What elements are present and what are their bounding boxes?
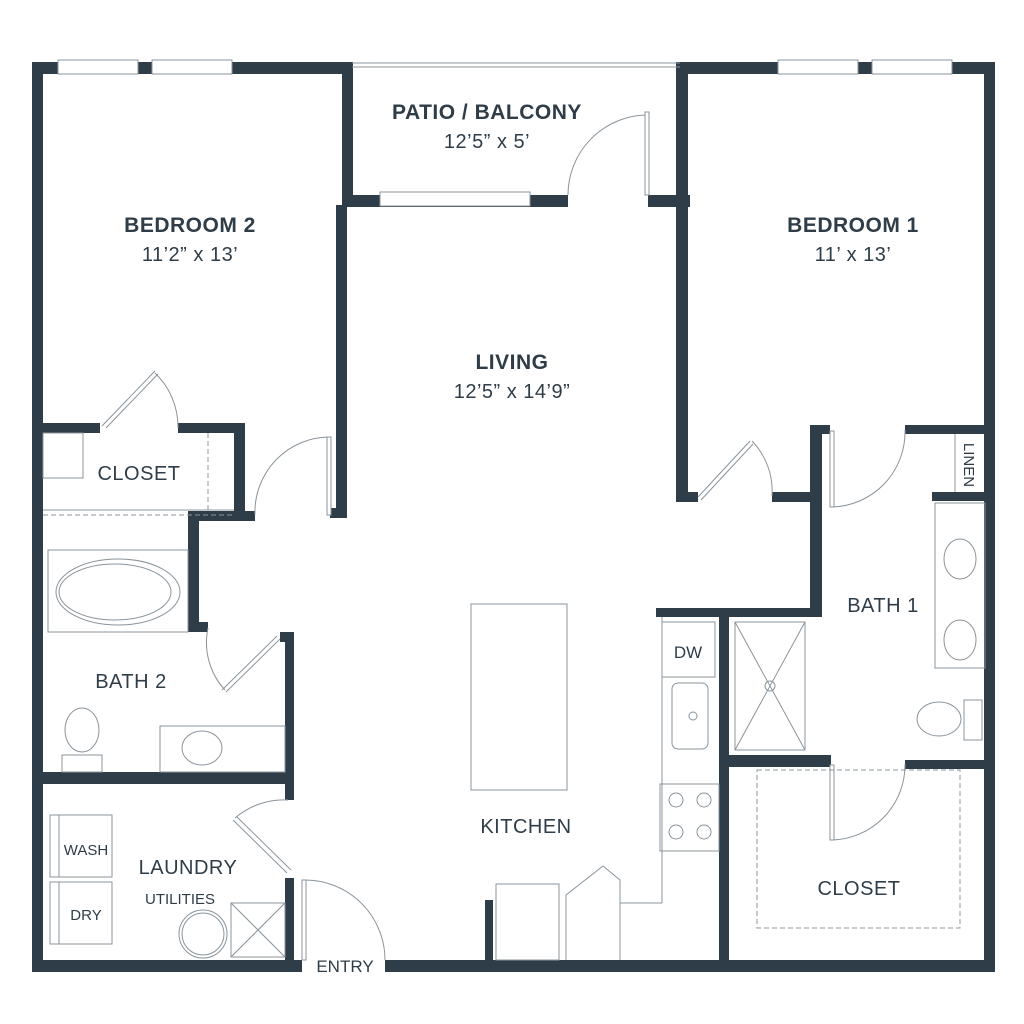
utilities-label: UTILITIES bbox=[145, 891, 215, 908]
linen-name: LINEN bbox=[960, 443, 977, 487]
dryer-label: DRY bbox=[70, 907, 101, 924]
bath2-name: BATH 2 bbox=[95, 671, 167, 693]
doors bbox=[101, 111, 906, 961]
patio-name: PATIO / BALCONY bbox=[392, 101, 582, 124]
living-name: LIVING bbox=[475, 351, 548, 374]
washer-label: WASH bbox=[64, 842, 108, 859]
walls bbox=[32, 62, 995, 972]
closet2-name: CLOSET bbox=[97, 463, 180, 485]
bedroom1-name: BEDROOM 1 bbox=[787, 214, 919, 237]
closet1-name: CLOSET bbox=[817, 878, 900, 900]
patio-size: 12’5” x 5’ bbox=[444, 131, 530, 153]
room-labels: PATIO / BALCONY 12’5” x 5’ BEDROOM 2 11’… bbox=[64, 101, 977, 976]
kitchen-name: KITCHEN bbox=[480, 816, 571, 838]
dishwasher-label: DW bbox=[674, 643, 702, 662]
bath1-name: BATH 1 bbox=[847, 595, 919, 617]
fixtures bbox=[42, 432, 986, 961]
bedroom2-name: BEDROOM 2 bbox=[124, 214, 256, 237]
bedroom1-size: 11’ x 13’ bbox=[815, 244, 892, 266]
laundry-name: LAUNDRY bbox=[139, 857, 238, 879]
bedroom2-size: 11’2” x 13’ bbox=[142, 244, 238, 266]
living-size: 12’5” x 14’9” bbox=[454, 381, 571, 403]
windows bbox=[57, 59, 953, 207]
entry-name: ENTRY bbox=[316, 957, 373, 976]
